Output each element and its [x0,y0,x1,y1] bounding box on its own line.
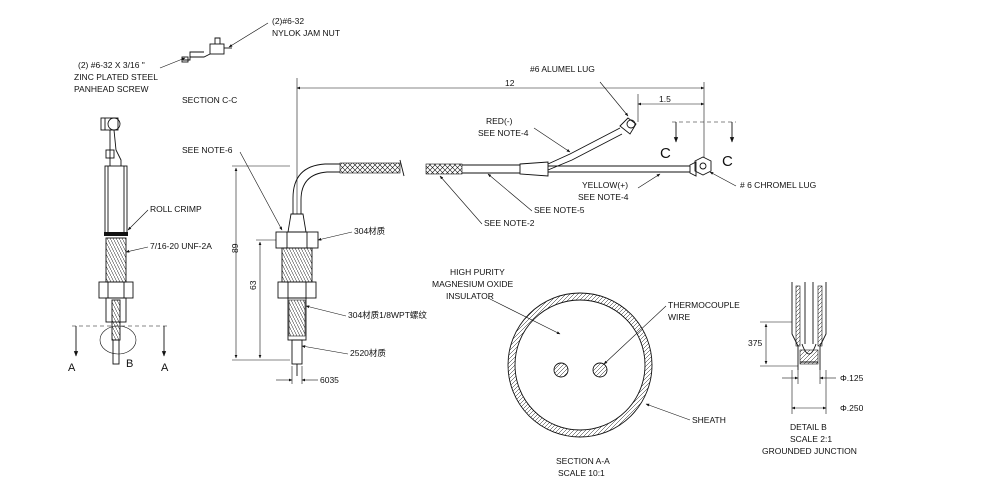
red-lead-label: RED(-) [486,116,513,126]
sheath-label: SHEATH [692,415,726,425]
see-note-2-label: SEE NOTE-2 [484,218,535,228]
see-note-4b-label: SEE NOTE-4 [578,192,629,202]
alumel-lug-label: #6 ALUMEL LUG [530,64,595,74]
screw-qty-label: (2) #6-32 X 3/16 " [78,60,145,70]
section-aa-scale: SCALE 10:1 [558,468,605,478]
fitting-304-label: 304材质1/8WPT螺纹 [348,310,427,320]
dim-125: Φ.125 [840,373,864,383]
yellow-lead-label: YELLOW(+) [582,180,628,190]
see-note-4a-label: SEE NOTE-4 [478,128,529,138]
cable-lug-view [425,117,712,177]
detail-b-title: DETAIL B [790,422,827,432]
grounded-junction-label: GROUNDED JUNCTION [762,446,857,456]
center-probe-view [275,78,405,376]
section-a-left: A [68,362,76,374]
detail-b-scale: SCALE 2:1 [790,434,832,444]
section-c-right: C [722,153,733,170]
dim-63: 63 [248,280,258,290]
material-2520-label: 2520材质 [350,348,386,358]
mgo-label-1: HIGH PURITY [450,267,505,277]
section-a-right: A [161,362,169,374]
material-304-label: 304材质 [354,226,386,236]
tc-wire-label-2: WIRE [668,312,691,322]
jam-nut-qty-label: (2)#6-32 [272,16,304,26]
see-note-6-label: SEE NOTE-6 [182,145,233,155]
see-note-5-label: SEE NOTE-5 [534,205,585,215]
tc-wire-label-1: THERMOCOUPLE [668,300,740,310]
dim-12: 12 [505,78,515,88]
jam-nut-label: NYLOK JAM NUT [272,28,340,38]
section-c-left: C [660,145,671,162]
side-view-probe [98,117,134,365]
dim-375: 375 [748,338,762,348]
mgo-label-2: MAGNESIUM OXIDE [432,279,514,289]
dim-6035: 6035 [320,375,339,385]
detail-b-marker: B [126,358,133,370]
detail-b-view [791,282,827,370]
roll-crimp-label: ROLL CRIMP [150,204,202,214]
screw-type-label: PANHEAD SCREW [74,84,148,94]
section-aa-view [507,292,653,438]
chromel-lug-label: # 6 CHROMEL LUG [740,180,816,190]
thread-label: 7/16-20 UNF-2A [150,241,212,251]
section-cc-title: SECTION C-C [182,95,237,105]
dim-89: 89 [230,243,240,253]
dim-250: Φ.250 [840,403,864,413]
mgo-label-3: INSULATOR [446,291,494,301]
screw-material-label: ZINC PLATED STEEL [74,72,158,82]
dim-1-5: 1.5 [659,94,671,104]
section-aa-title: SECTION A-A [556,456,610,466]
section-cc-view [181,37,232,63]
